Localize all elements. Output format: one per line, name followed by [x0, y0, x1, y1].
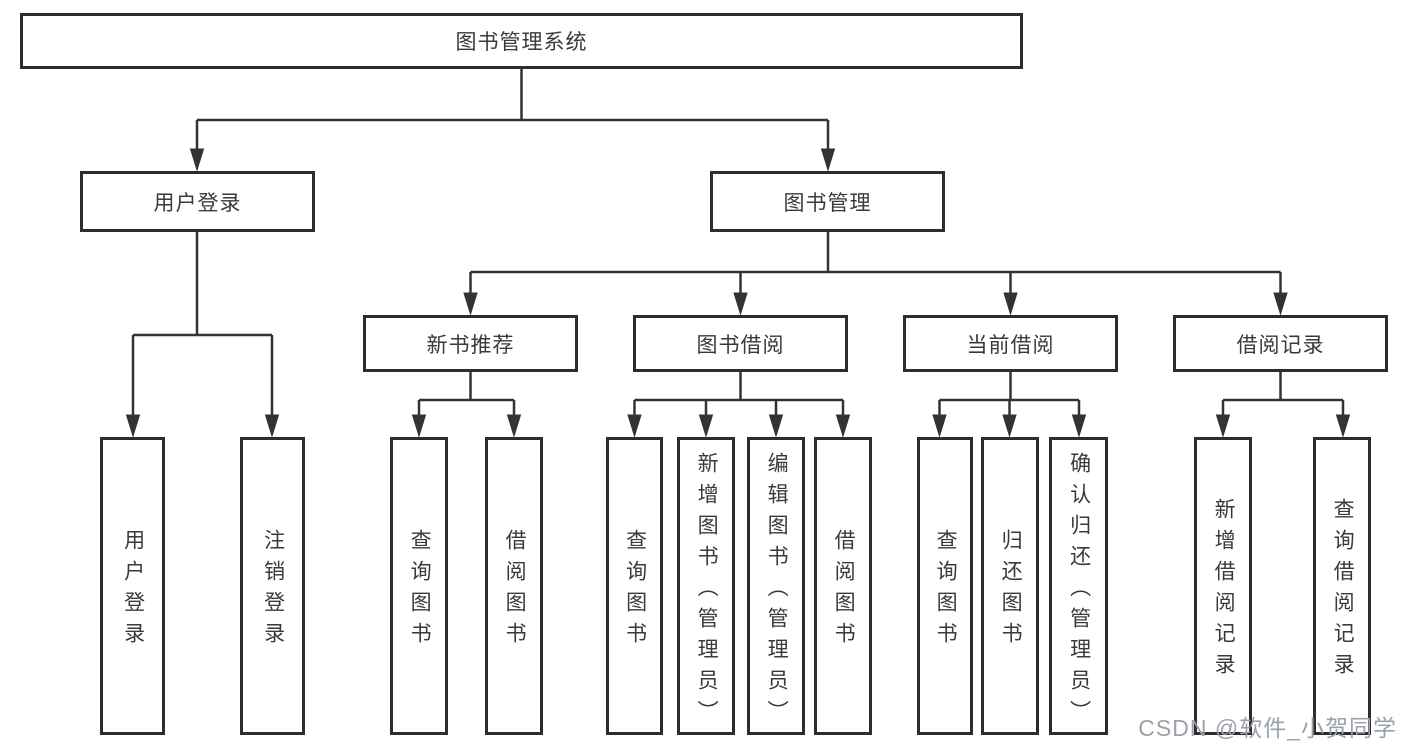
node-label: 确认归还（管理员）: [1067, 451, 1091, 731]
node-label: 新增图书（管理员）: [695, 451, 719, 731]
node-borrow-records: 借阅记录: [1173, 315, 1388, 372]
node-label: 用户登录: [153, 191, 242, 215]
connector-recommend-to-leaves: [411, 372, 522, 438]
leaf-return-books: 归还图书: [981, 437, 1039, 735]
node-user-login: 用户登录: [80, 171, 315, 232]
connector-current-to-leaves: [932, 372, 1087, 438]
leaf-query-books-recommend: 查询图书: [390, 437, 448, 735]
connector-root-to-level2: [189, 69, 836, 172]
connector-borrow-to-leaves: [627, 372, 851, 438]
csdn-watermark: CSDN @软件_小贺同学: [1138, 715, 1397, 741]
node-label: 查询图书: [934, 529, 958, 653]
node-label: 新书推荐: [426, 333, 515, 357]
node-book-management: 图书管理: [710, 171, 945, 232]
node-label: 新增借阅记录: [1212, 498, 1236, 684]
leaf-add-borrow-record: 新增借阅记录: [1194, 437, 1252, 735]
leaf-borrow-books: 借阅图书: [814, 437, 872, 735]
leaf-query-borrow-record: 查询借阅记录: [1313, 437, 1371, 735]
node-book-borrow: 图书借阅: [633, 315, 848, 372]
leaf-edit-books-admin: 编辑图书（管理员）: [747, 437, 805, 735]
node-label: 借阅图书: [503, 529, 527, 653]
leaf-query-books-current: 查询图书: [917, 437, 973, 735]
leaf-user-login: 用户登录: [100, 437, 165, 735]
node-label: 查询图书: [408, 529, 432, 653]
node-current-borrow: 当前借阅: [903, 315, 1118, 372]
node-new-book-recommend: 新书推荐: [363, 315, 578, 372]
node-library-system-root: 图书管理系统: [20, 13, 1023, 69]
node-label: 图书管理系统: [455, 31, 588, 54]
leaf-confirm-return-admin: 确认归还（管理员）: [1049, 437, 1108, 735]
leaf-query-books-borrow: 查询图书: [606, 437, 663, 735]
connector-records-to-leaves: [1215, 372, 1351, 438]
connector-login-to-leaves: [125, 232, 280, 438]
connector-mgmt-to-level3: [463, 232, 1288, 316]
node-label: 归还图书: [999, 529, 1023, 653]
node-label: 借阅图书: [832, 529, 856, 653]
node-label: 图书管理: [783, 191, 872, 215]
node-label: 查询图书: [623, 529, 647, 653]
node-label: 图书借阅: [696, 333, 785, 357]
node-label: 编辑图书（管理员）: [765, 451, 789, 731]
node-label: 当前借阅: [966, 333, 1055, 357]
node-label: 用户登录: [121, 529, 145, 653]
leaf-borrow-books-recommend: 借阅图书: [485, 437, 543, 735]
leaf-logout: 注销登录: [240, 437, 305, 735]
node-label: 查询借阅记录: [1331, 498, 1355, 684]
node-label: 注销登录: [261, 529, 285, 653]
node-label: 借阅记录: [1236, 333, 1325, 357]
leaf-add-books-admin: 新增图书（管理员）: [677, 437, 735, 735]
